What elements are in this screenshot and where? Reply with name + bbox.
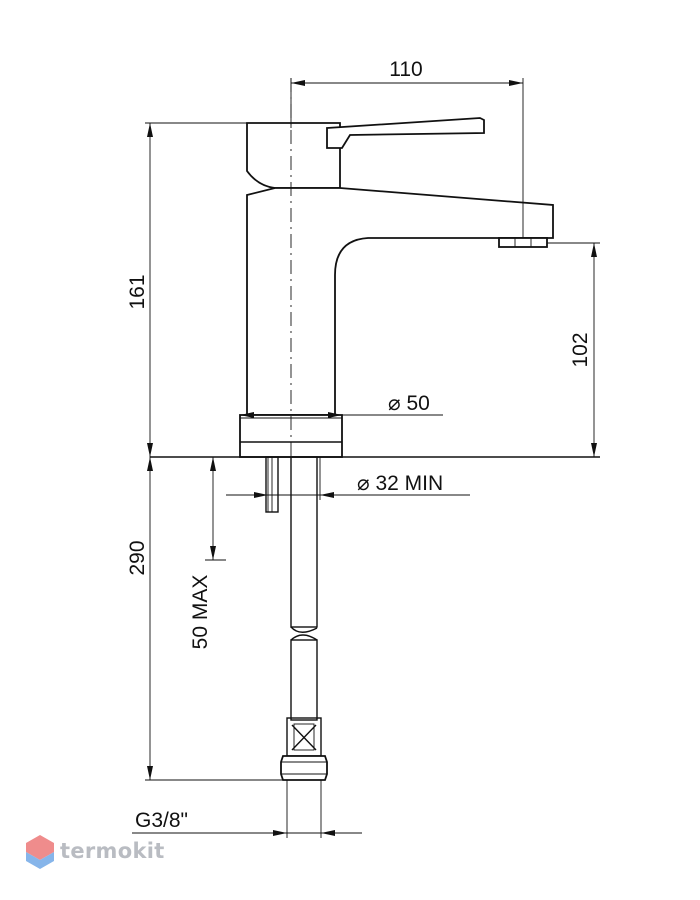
dimension-hose-290: 290 (126, 457, 285, 781)
dimension-thread: G3/8" (132, 780, 362, 838)
dimension-width-110: 110 (290, 58, 524, 238)
dim-label-102: 102 (569, 332, 592, 367)
watermark-brand: termokit (60, 839, 165, 863)
dim-label-161: 161 (126, 274, 149, 309)
flex-hose (265, 456, 328, 781)
dim-label-110: 110 (389, 58, 422, 81)
dimension-spout-102: 102 (547, 242, 600, 457)
dim-label-diameter-50: ⌀ 50 (388, 392, 430, 415)
dimension-hole-diameter: ⌀ 32 MIN (226, 457, 470, 512)
termokit-logo-icon (26, 835, 54, 869)
dim-label-290: 290 (126, 540, 149, 575)
dimension-deck-thickness: 50 MAX (189, 457, 226, 649)
dimension-height-161: 161 (126, 122, 247, 457)
dim-label-50-max: 50 MAX (189, 575, 212, 650)
dim-label-diameter-32: ⌀ 32 MIN (357, 472, 443, 495)
dimension-base-diameter: ⌀ 50 (240, 392, 443, 418)
dim-label-thread: G3/8" (135, 809, 188, 832)
